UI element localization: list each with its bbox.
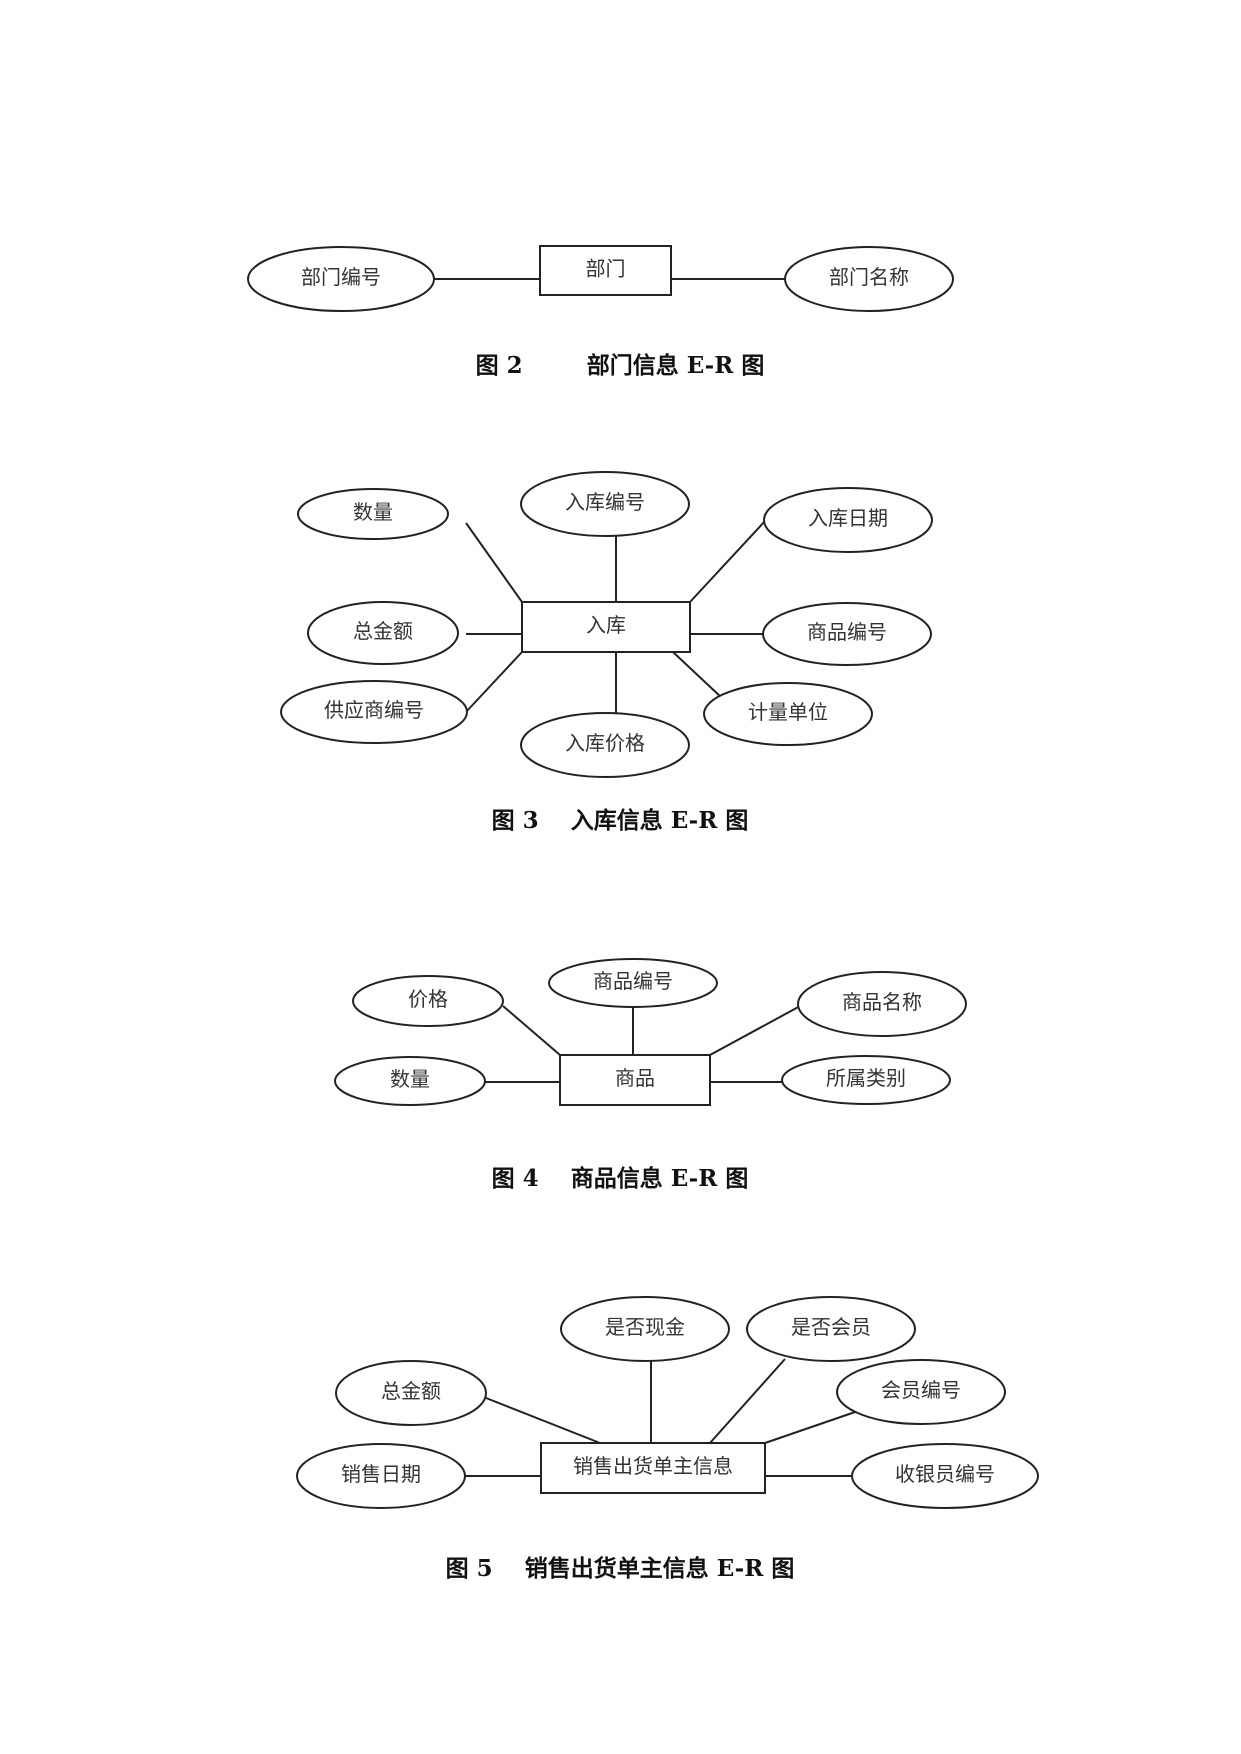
attribute-label: 价格 [408,987,448,1011]
attribute-ellipse [520,712,690,778]
attribute-ellipse [334,1056,486,1106]
figure-4-caption: 图 4 商品信息 E-R 图 [491,1165,749,1192]
attribute-label: 入库编号 [565,490,645,514]
entity-box: 入库 [521,601,691,653]
figure-2-caption: 图 2 部门信息 E-R 图 [475,352,765,379]
relationship-line [502,1005,561,1056]
relationship-line [764,1410,859,1444]
attribute-ellipse [280,680,468,744]
attribute-label: 销售日期 [341,1462,421,1486]
attribute-ellipse [560,1296,730,1362]
attribute-label: 数量 [353,500,393,524]
attribute-label: 收银员编号 [895,1462,995,1486]
attribute-total-amount: 总金额 [335,1360,487,1426]
attribute-category: 所属类别 [781,1055,951,1105]
attribute-ellipse [307,601,459,665]
relationship-line [465,522,523,603]
attribute-total-amount: 总金额 [307,601,459,665]
attribute-ellipse [784,246,954,312]
attribute-quantity: 数量 [297,488,449,540]
attribute-unit: 计量单位 [703,682,873,746]
attribute-label: 部门名称 [829,265,909,289]
attribute-label: 是否现金 [605,1315,685,1339]
attribute-ellipse [335,1360,487,1426]
attribute-ellipse [520,471,690,537]
attribute-label: 商品名称 [842,990,922,1014]
attribute-quantity: 数量 [334,1056,486,1106]
attribute-ellipse [762,602,932,666]
figure-5-caption: 图 5 销售出货单主信息 E-R 图 [445,1555,795,1582]
attribute-product-id: 商品编号 [548,958,718,1008]
attribute-ellipse [781,1055,951,1105]
attribute-label: 会员编号 [881,1378,961,1402]
attribute-ellipse [851,1443,1039,1509]
entity-label: 销售出货单主信息 [573,1454,733,1478]
attribute-sale-date: 销售日期 [296,1443,466,1509]
attribute-label: 部门编号 [301,265,381,289]
entity-rect [540,1442,766,1494]
relationship-line [689,519,767,603]
entity-rect [559,1054,711,1106]
attribute-is-cash: 是否现金 [560,1296,730,1362]
attribute-label: 是否会员 [791,1315,871,1339]
entity-rect [539,245,672,296]
entity-label: 商品 [615,1066,655,1090]
relationship-line [465,651,523,713]
attribute-label: 所属类别 [826,1066,906,1090]
entity-box: 销售出货单主信息 [540,1442,766,1494]
attribute-label: 计量单位 [748,700,828,724]
relationship-line [485,1397,601,1444]
entity-box: 商品 [559,1054,711,1106]
attribute-ellipse [247,246,435,312]
attribute-is-member: 是否会员 [746,1296,916,1362]
attribute-ellipse [746,1296,916,1362]
entity-label: 部门 [586,257,626,281]
attribute-ellipse [296,1443,466,1509]
attribute-product-name: 商品名称 [797,971,967,1037]
attribute-member-id: 会员编号 [836,1359,1006,1425]
attribute-label: 入库价格 [565,731,645,755]
attribute-label: 数量 [390,1067,430,1091]
attribute-ellipse [352,975,504,1027]
attribute-ellipse [763,487,933,553]
relationship-line [709,1004,803,1056]
attribute-dept-name: 部门名称 [784,246,954,312]
attribute-label: 总金额 [353,619,413,643]
attribute-price: 价格 [352,975,504,1027]
attribute-ellipse [836,1359,1006,1425]
relationship-line [709,1358,786,1444]
attribute-label: 供应商编号 [324,698,424,722]
entity-rect [521,601,691,653]
attribute-ellipse [797,971,967,1037]
attribute-label: 入库日期 [808,506,888,530]
attribute-cashier-id: 收银员编号 [851,1443,1039,1509]
attribute-dept-id: 部门编号 [247,246,435,312]
er-diagram-fig2: 部门 部门编号 部门名称 [247,245,954,312]
attribute-label: 总金额 [381,1379,441,1403]
entity-label: 入库 [586,613,626,637]
attribute-product-id: 商品编号 [762,602,932,666]
attribute-supplier-id: 供应商编号 [280,680,468,744]
attribute-inbound-date: 入库日期 [763,487,933,553]
attribute-inbound-id: 入库编号 [520,471,690,537]
entity-box: 部门 [539,245,672,296]
attribute-label: 商品编号 [593,969,673,993]
attribute-inbound-price: 入库价格 [520,712,690,778]
attribute-ellipse [548,958,718,1008]
attribute-ellipse [297,488,449,540]
attribute-ellipse [703,682,873,746]
attribute-label: 商品编号 [807,620,887,644]
figure-3-caption: 图 3 入库信息 E-R 图 [491,807,749,834]
